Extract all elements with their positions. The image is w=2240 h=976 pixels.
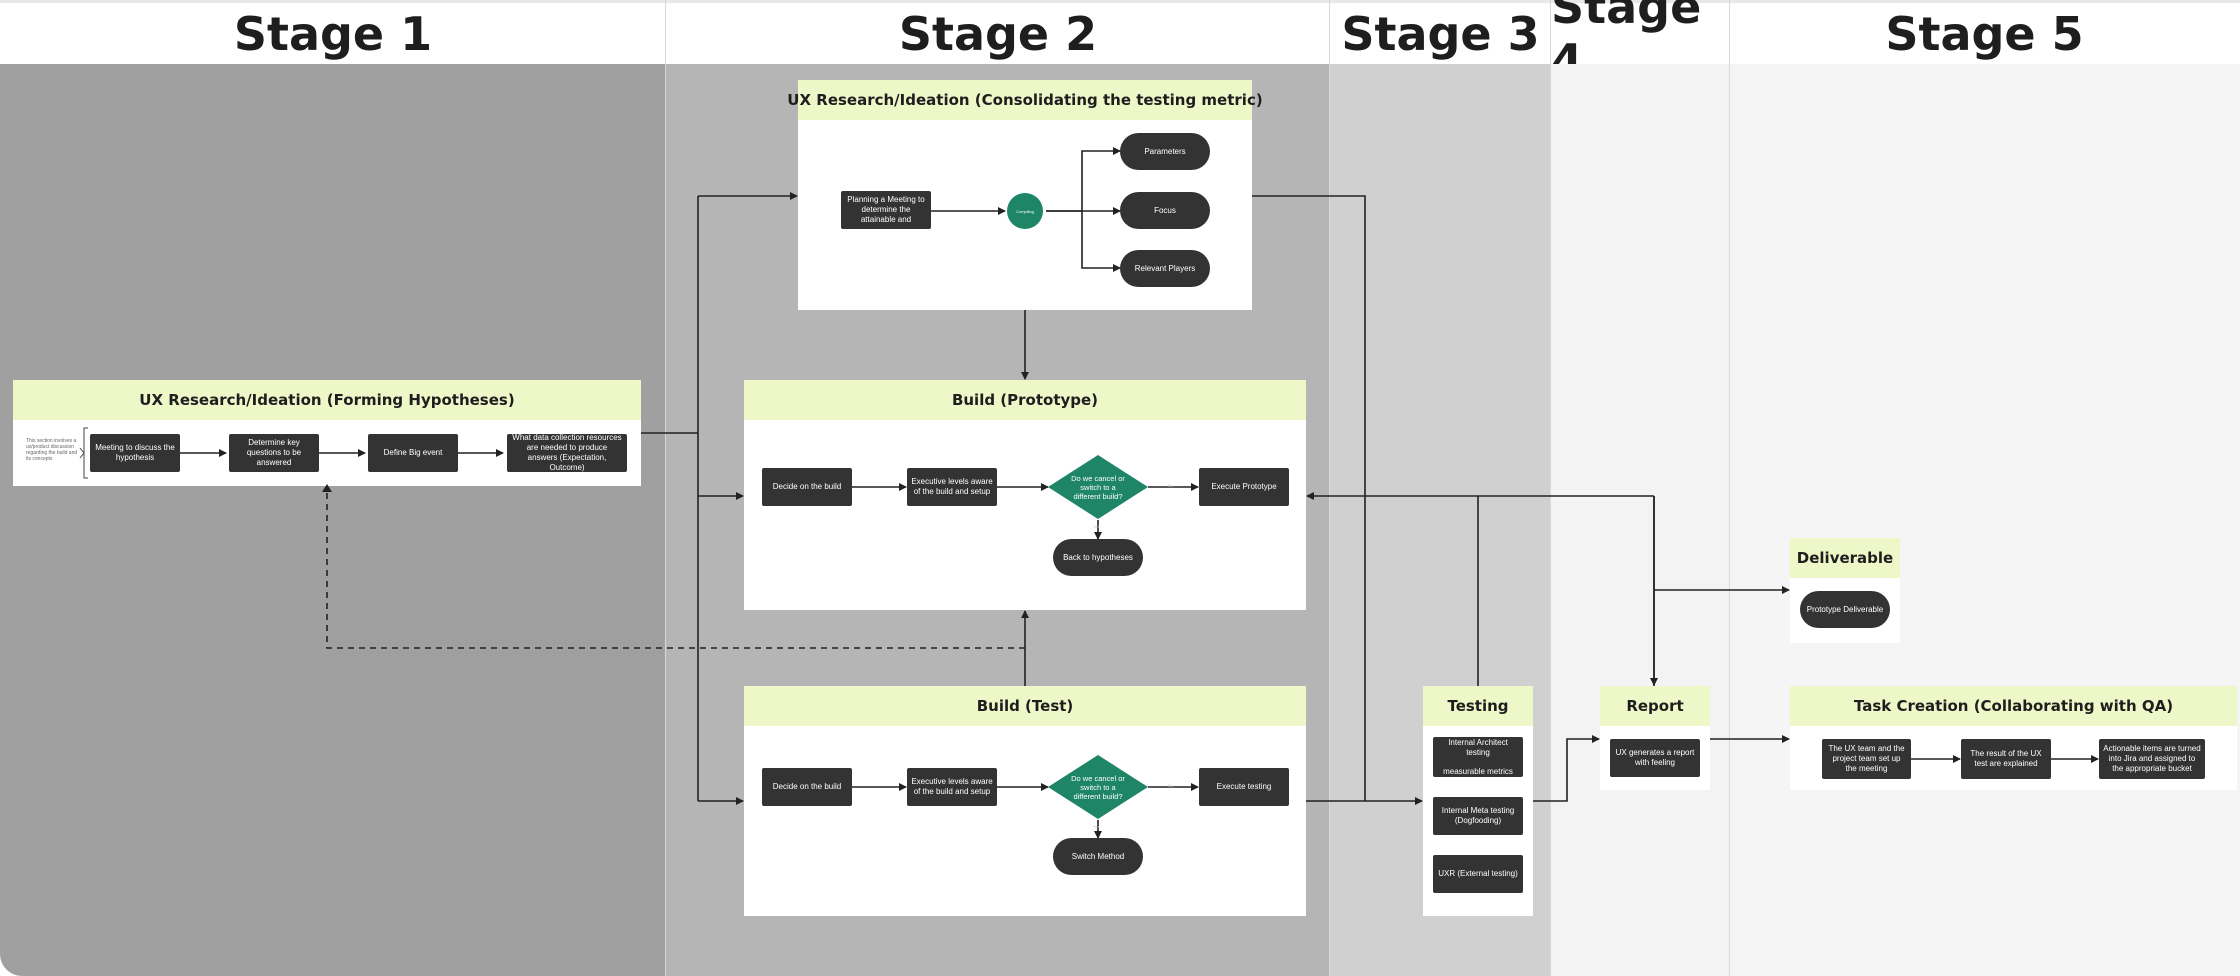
testing-item-line: (Dogfooding) xyxy=(1454,816,1502,825)
hypotheses-note: This section involves a ux/product discu… xyxy=(26,438,78,462)
step-meeting-hypothesis[interactable]: Meeting to discuss the hypothesis xyxy=(90,434,180,472)
compiling-circle[interactable]: Compiling xyxy=(1007,193,1043,229)
testing-item-line: UXR (External testing) xyxy=(1438,869,1518,878)
card-title: Report xyxy=(1600,686,1710,726)
output-focus[interactable]: Focus xyxy=(1120,192,1210,229)
execute-testing-node[interactable]: Execute testing xyxy=(1199,768,1289,806)
lane-stage-5: Stage 5 xyxy=(1729,0,2240,976)
stage-title: Stage 3 xyxy=(1341,6,1540,61)
step-key-questions[interactable]: Determine key questions to be answered xyxy=(229,434,319,472)
decide-build-node[interactable]: Decide on the build xyxy=(762,468,852,506)
card-title: UX Research/Ideation (Forming Hypotheses… xyxy=(13,380,641,420)
card-title: Build (Prototype) xyxy=(744,380,1306,420)
stage-title: Stage 1 xyxy=(233,6,433,61)
output-relevant-players[interactable]: Relevant Players xyxy=(1120,250,1210,287)
lane-divider xyxy=(665,0,666,976)
testing-item-line: Internal Architect testing xyxy=(1448,737,1508,757)
planning-meeting-node[interactable]: Planning a Meeting to determine the atta… xyxy=(841,191,931,229)
lane-body xyxy=(1551,64,1729,976)
no-label: No xyxy=(1168,783,1174,788)
lane-body xyxy=(1729,64,2240,976)
lane-divider xyxy=(1550,0,1551,976)
step-data-collection[interactable]: What data collection resources are neede… xyxy=(507,433,627,472)
prototype-deliverable-node[interactable]: Prototype Deliverable xyxy=(1800,591,1890,628)
back-to-hypotheses-node[interactable]: Back to hypotheses xyxy=(1053,539,1143,576)
step-define-big-event[interactable]: Define Big event xyxy=(368,434,458,472)
card-title: Task Creation (Collaborating with QA) xyxy=(1790,686,2237,726)
output-parameters[interactable]: Parameters xyxy=(1120,133,1210,170)
decision-diamond[interactable]: Do we cancel or switch to a different bu… xyxy=(1048,755,1148,819)
lane-divider xyxy=(1329,0,1330,976)
decide-build-node[interactable]: Decide on the build xyxy=(762,768,852,806)
decision-text: Do we cancel or switch to a different bu… xyxy=(1071,773,1125,801)
card-title: Testing xyxy=(1423,686,1533,726)
stage-header: Stage 1 xyxy=(0,0,666,64)
execute-prototype-node[interactable]: Execute Prototype xyxy=(1199,468,1289,506)
stage-title: Stage 2 xyxy=(898,6,1098,61)
diamond-shape xyxy=(1048,755,1148,819)
lane-body xyxy=(0,64,666,976)
stage-header: Stage 3 xyxy=(1330,0,1551,64)
card-title: Build (Test) xyxy=(744,686,1306,726)
lane-stage-4: Stage 4 xyxy=(1551,0,1729,976)
stage-header: Stage 4 xyxy=(1551,0,1729,88)
stage-header: Stage 5 xyxy=(1729,0,2240,64)
switch-method-node[interactable]: Switch Method xyxy=(1053,838,1143,875)
testing-item[interactable]: Internal Meta testing (Dogfooding) xyxy=(1433,797,1523,835)
card-title: Deliverable xyxy=(1790,538,1900,578)
decision-text: Do we cancel or switch to a different bu… xyxy=(1071,473,1125,501)
stage-title: Stage 5 xyxy=(1885,6,2084,61)
lane-stage-1: Stage 1 xyxy=(0,0,666,976)
diamond-shape xyxy=(1048,455,1148,519)
testing-item[interactable]: Internal Architect testing measurable me… xyxy=(1433,737,1523,777)
exec-levels-node[interactable]: Executive levels aware of the build and … xyxy=(907,768,997,806)
testing-item[interactable]: UXR (External testing) xyxy=(1433,855,1523,893)
stage-title: Stage 4 xyxy=(1551,0,1702,88)
task-step[interactable]: Actionable items are turned into Jira an… xyxy=(2099,739,2205,779)
testing-item-line: measurable metrics xyxy=(1443,766,1513,776)
no-label: No xyxy=(1168,483,1174,488)
yes-label: Yes xyxy=(1093,524,1100,529)
task-step[interactable]: The UX team and the project team set up … xyxy=(1822,739,1911,779)
card-title: UX Research/Ideation (Consolidating the … xyxy=(787,80,1263,120)
exec-levels-node[interactable]: Executive levels aware of the build and … xyxy=(907,468,997,506)
lane-divider xyxy=(1729,0,1730,976)
testing-item-line: Internal Meta testing xyxy=(1441,806,1515,815)
stage-header: Stage 2 xyxy=(666,0,1330,64)
report-item[interactable]: UX generates a report with feeling xyxy=(1610,739,1700,777)
task-step[interactable]: The result of the UX test are explained xyxy=(1961,739,2051,779)
decision-diamond[interactable]: Do we cancel or switch to a different bu… xyxy=(1048,455,1148,519)
yes-label: Yes xyxy=(1093,824,1100,829)
